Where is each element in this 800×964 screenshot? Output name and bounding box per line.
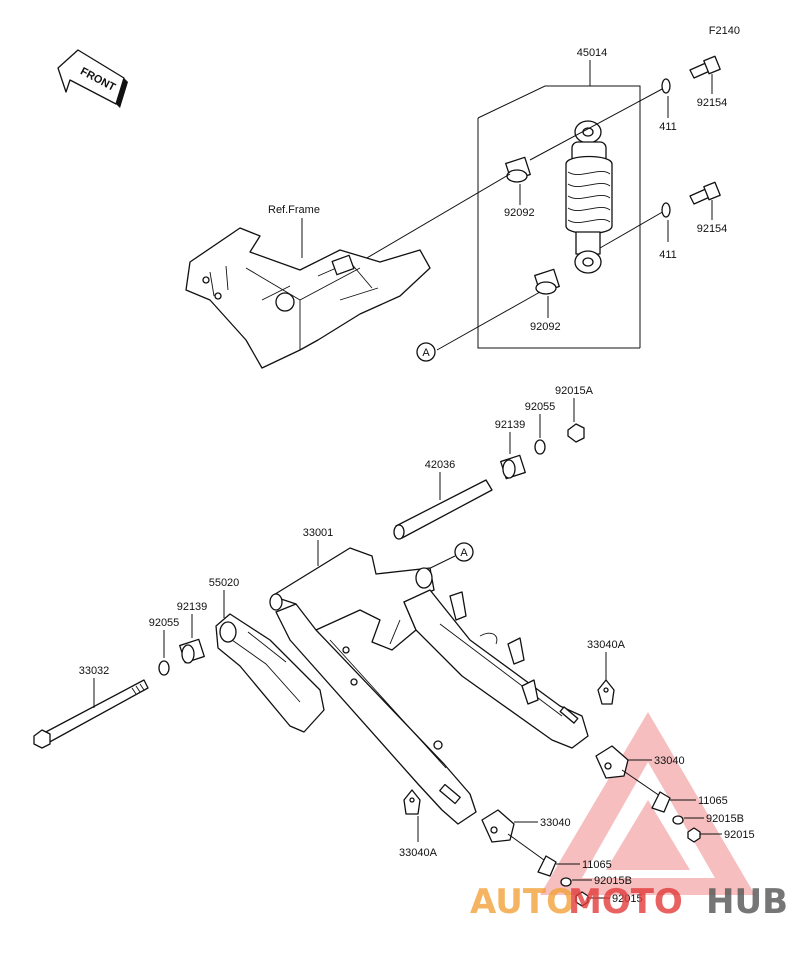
adjuster-33040-right — [595, 745, 661, 797]
shock-group-bracket — [477, 118, 640, 349]
washer-92055-right — [534, 439, 546, 455]
label-42036: 42036 — [425, 459, 456, 471]
adjuster-33040-left — [481, 809, 545, 861]
bush-92092-top — [505, 156, 531, 183]
svg-text:MOTO: MOTO — [568, 882, 683, 922]
label-92015a: 92015A — [555, 385, 594, 397]
svg-text:A: A — [460, 547, 468, 559]
ref-frame-label: Ref.Frame — [268, 204, 320, 216]
label-411-bottom: 411 — [659, 249, 677, 261]
label-92092-top: 92092 — [504, 207, 535, 219]
nut-92015b-right — [672, 815, 684, 825]
label-92015b-right: 92015B — [706, 813, 744, 825]
label-92139-left: 92139 — [177, 601, 208, 613]
nut-92015a — [567, 423, 585, 443]
label-33040a-right: 33040A — [587, 639, 626, 651]
label-92154-top: 92154 — [697, 97, 728, 109]
swingarm — [269, 547, 589, 825]
label-411-top: 411 — [659, 121, 677, 133]
bush-92139-left — [179, 638, 205, 664]
label-92139-right: 92139 — [495, 419, 526, 431]
bolt-11065-left — [537, 855, 557, 877]
bush-92139-right — [500, 454, 526, 480]
label-92092-bottom: 92092 — [530, 321, 561, 333]
chain-guide-55020 — [215, 613, 325, 733]
svg-text:A: A — [422, 347, 430, 359]
svg-text:HUB: HUB — [706, 882, 788, 922]
label-92015b-left: 92015B — [594, 875, 632, 887]
label-33032: 33032 — [79, 665, 110, 677]
label-92055-right: 92055 — [525, 401, 556, 413]
label-33040a-left: 33040A — [399, 847, 438, 859]
callout-a-swingarm — [454, 542, 474, 562]
bolt-92154-top — [689, 55, 721, 79]
callout-a-top — [416, 342, 436, 362]
label-45014: 45014 — [577, 47, 608, 59]
sleeve-42036 — [393, 479, 493, 540]
label-11065-right: 11065 — [698, 795, 728, 807]
front-arrow-icon: FRONT — [57, 49, 128, 108]
label-92055-left: 92055 — [149, 617, 180, 629]
washer-92055-left — [158, 660, 170, 676]
pivot-shaft-33032 — [33, 679, 149, 749]
label-92154-bottom: 92154 — [697, 223, 728, 235]
bush-92092-bottom — [534, 268, 560, 295]
label-33001: 33001 — [303, 527, 334, 539]
diagram-code: F2140 — [709, 25, 740, 37]
watermark-text: AUTO MOTO HUB — [470, 882, 788, 922]
washer-411-bottom — [661, 202, 671, 218]
label-92015-left: 92015 — [612, 893, 643, 905]
frame-reference-drawing — [185, 227, 431, 369]
washer-411-top — [661, 78, 671, 94]
plate-33040a-left — [403, 789, 421, 815]
label-92015-right: 92015 — [724, 829, 755, 841]
nut-92015-right — [687, 827, 701, 843]
plate-33040a-right — [597, 679, 615, 705]
bolt-92154-bottom — [689, 181, 721, 205]
svg-text:AUTO: AUTO — [470, 882, 575, 922]
watermark-logo-icon — [540, 712, 755, 895]
label-11065-left: 11065 — [582, 859, 612, 871]
nut-92015-left — [575, 891, 589, 907]
shock-absorber — [565, 120, 613, 274]
label-33040-right: 33040 — [654, 755, 685, 767]
bolt-11065-right — [651, 791, 671, 813]
nut-92015b-left — [560, 877, 572, 887]
label-33040-left: 33040 — [540, 817, 571, 829]
label-55020: 55020 — [209, 577, 240, 589]
